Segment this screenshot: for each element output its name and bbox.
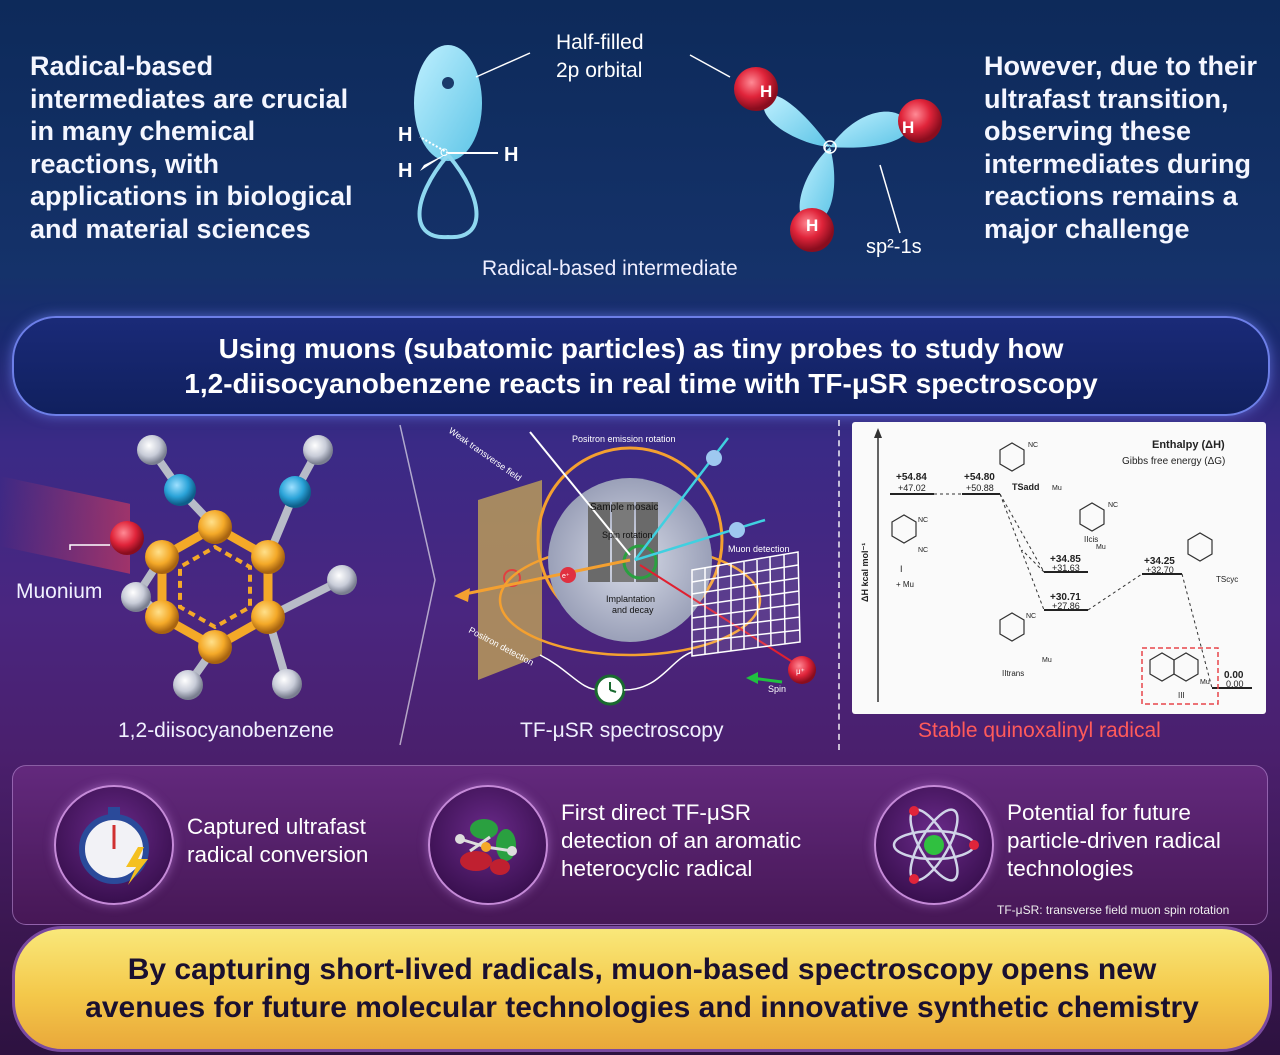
orbital-label: 2p orbital [556,59,642,82]
feature-icon-circle [428,785,548,905]
state-iicis-gibbs: +31.63 [1052,563,1080,573]
state-iicis-enthalpy: +34.85 [1050,554,1081,565]
feature-text: Potential for future particle-driven rad… [1007,800,1221,881]
hydrogen-label: H [902,118,914,137]
state-tsadd-gibbs: +50.88 [966,483,994,493]
hydrogen-label: H [398,160,412,182]
muon-detector-grid [691,551,801,657]
state-i-enthalpy: +54.84 [896,472,927,483]
state-iitrans-gibbs: +27.86 [1052,601,1080,611]
state-iii-gibbs: 0.00 [1226,679,1244,689]
state-i-label: I [900,564,903,574]
conclusion-text: By capturing short-lived radicals, muon-… [85,953,1199,1024]
state-iitrans-label: IItrans [1002,669,1024,678]
positron-label: e⁺ [562,573,570,580]
section-divider-chevron [399,424,436,746]
tf-musr-diagram: Weak transverse field Positron emission … [447,425,816,706]
nc-label: NC [1026,613,1036,620]
state-tsadd-enthalpy: +54.80 [964,472,995,483]
nc-label: NC [1108,502,1118,509]
banner-text: Using muons (subatomic particles) as tin… [184,333,1098,399]
radical-caption: Stable quinoxalinyl radical [918,719,1161,742]
footnote: TF-μSR: transverse field muon spin rotat… [997,903,1230,917]
molecule-orbital-icon [455,819,517,875]
hydrogen-label: H [806,216,818,235]
study-banner: Using muons (subatomic particles) as tin… [12,316,1270,416]
atom-icon [892,806,979,884]
legend-enthalpy: Enthalpy (ΔH) [1152,439,1225,451]
spin-label: Spin [768,684,786,694]
state-tscyc-label: TScyc [1216,575,1238,584]
weak-field-label: Weak transverse field [447,425,523,483]
implantation-label: Implantation [606,594,655,604]
energy-diagram-card: ΔH kcal mol⁻¹ Enthalpy (ΔH) Gibbs free e… [852,422,1266,714]
stopwatch-icon [79,807,149,885]
orbital-label: Half-filled [556,31,644,54]
muonium-label: Muonium [16,580,103,603]
carbon-atom: C [440,147,448,159]
sample-mosaic-label: Sample mosaic [590,502,658,513]
state-tsadd-label: TSadd [1012,482,1040,492]
diisocyanobenzene-molecule [69,435,357,700]
state-i-sub: + Mu [896,580,914,589]
state-i-gibbs: +47.02 [898,483,926,493]
section-divider-dashed [838,420,840,750]
tf-musr-panel: Weak transverse field Positron emission … [430,420,830,720]
mu-label: Mu [1042,657,1052,664]
state-iii-label: III [1178,691,1185,700]
sp2-orbital [734,67,942,252]
spin-rotation-label: Spin rotation [602,530,653,540]
challenge-text: However, due to their ultrafast transiti… [984,51,1258,244]
conclusion-banner: By capturing short-lived radicals, muon-… [12,926,1272,1052]
state-tscyc-gibbs: +32.70 [1146,565,1174,575]
legend-gibbs: Gibbs free energy (ΔG) [1122,456,1225,467]
energy-diagram: ΔH kcal mol⁻¹ Enthalpy (ΔH) Gibbs free e… [860,428,1252,705]
positron-rotation-label: Positron emission rotation [572,434,676,444]
muon-label: μ⁺ [796,667,805,676]
hydrogen-label: H [504,144,518,166]
muon-detection-label: Muon detection [728,544,790,554]
state-iii-enthalpy: 0.00 [1224,670,1244,681]
carbon-atom: C [824,143,832,155]
features-panel [12,765,1268,925]
molecule-caption: 1,2-diisocyanobenzene [118,719,334,742]
mu-label: Mu [1052,485,1062,492]
p-orbital [414,45,498,240]
state-iicis-label: IIcis [1084,535,1098,544]
hydrogen-label: H [398,124,412,146]
feature-text: Captured ultrafast radical conversion [187,814,369,867]
feature-icon-circle [54,785,174,905]
sp2-1s-label: sp²-1s [866,236,922,258]
state-tscyc-enthalpy: +34.25 [1144,556,1175,567]
feature-text: First direct TF-μSR detection of an arom… [561,800,802,881]
spectroscopy-caption: TF-μSR spectroscopy [520,719,724,742]
mu-label: Mu [1200,679,1210,686]
hydrogen-label: H [760,82,772,101]
mu-label: Mu [1096,544,1106,551]
radical-intermediate-caption: Radical-based intermediate [482,257,738,280]
state-iitrans-enthalpy: +30.71 [1050,592,1081,603]
nc-label: NC [1028,442,1038,449]
implantation-label: and decay [612,605,654,615]
y-axis-label: ΔH kcal mol⁻¹ [860,543,870,602]
nc-label: NC [918,517,928,524]
radical-orbital-diagram: C H H H Half-filled 2p orbital C H H H s… [398,31,942,280]
intro-text: Radical-based intermediates are crucial … [30,51,353,244]
nc-label: NC [918,547,928,554]
feature-icon-circle [874,785,994,905]
